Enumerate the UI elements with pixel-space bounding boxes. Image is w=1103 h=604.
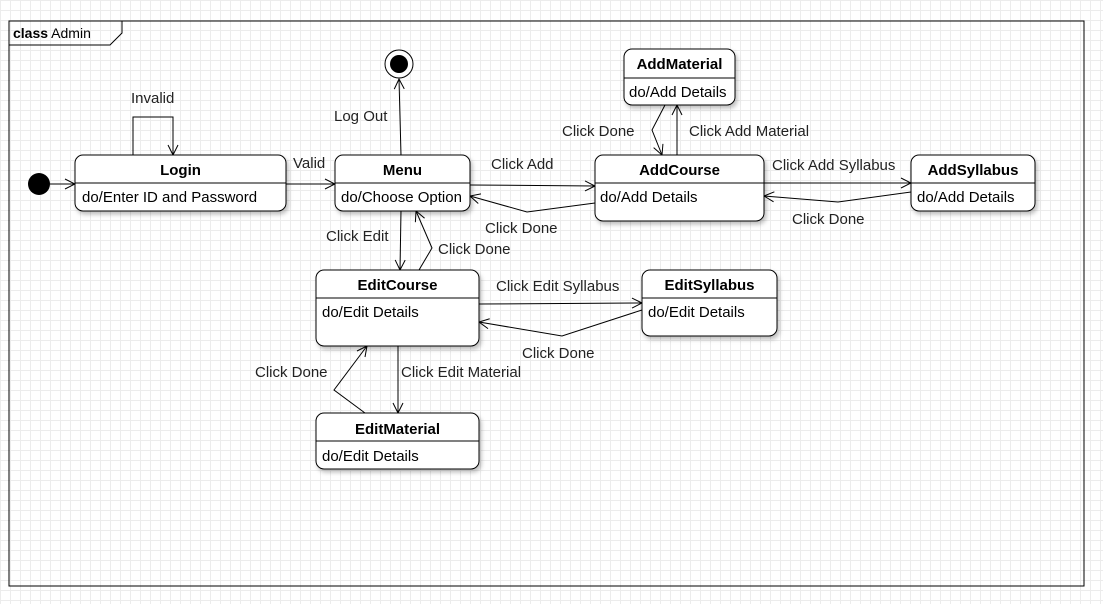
click-done-add-material-edge [651, 104, 666, 155]
click-done-edit-course-edge [416, 211, 433, 271]
state-login[interactable]: Login do/Enter ID and Password [74, 154, 287, 212]
click-done-edit-syllabus-edge [479, 309, 643, 337]
transition-label-click-add: Click Add [491, 156, 554, 173]
click-edit-syllabus-edge [478, 303, 642, 304]
transition-label-click-done-edit-course: Click Done [438, 241, 511, 258]
click-done-edit-material-edge [333, 346, 367, 414]
transition-label-valid: Valid [293, 155, 325, 172]
state-activity-add-syllabus: do/Add Details [917, 189, 1015, 206]
frame-title: class Admin [13, 25, 91, 41]
transitions [50, 79, 911, 413]
state-name-edit-material: EditMaterial [355, 421, 440, 438]
state-edit-course[interactable]: EditCourse do/Edit Details [315, 269, 480, 347]
transition-label-click-add-syllabus: Click Add Syllabus [772, 157, 895, 174]
state-activity-add-material: do/Add Details [629, 84, 727, 101]
transition-label-invalid: Invalid [131, 90, 174, 107]
state-activity-edit-material: do/Edit Details [322, 448, 419, 465]
state-name-edit-course: EditCourse [357, 277, 437, 294]
admin-frame: class Admin [8, 20, 1085, 587]
state-activity-edit-syllabus: do/Edit Details [648, 304, 745, 321]
state-edit-material[interactable]: EditMaterial do/Edit Details [315, 412, 480, 470]
click-edit-edge [400, 210, 401, 270]
state-edit-syllabus[interactable]: EditSyllabus do/Edit Details [641, 269, 778, 337]
click-done-add-syllabus-edge [764, 192, 912, 203]
state-activity-login: do/Enter ID and Password [82, 189, 257, 206]
final-state-node [384, 49, 414, 79]
transition-label-click-edit-material: Click Edit Material [401, 364, 521, 381]
state-name-add-syllabus: AddSyllabus [928, 162, 1019, 179]
state-add-material[interactable]: AddMaterial do/Add Details [623, 48, 736, 106]
initial-state-node [28, 173, 50, 195]
transition-label-click-add-material: Click Add Material [689, 123, 809, 140]
transition-label-click-done-edit-syllabus: Click Done [522, 345, 595, 362]
state-name-edit-syllabus: EditSyllabus [664, 277, 754, 294]
state-activity-add-course: do/Add Details [600, 189, 698, 206]
state-menu[interactable]: Menu do/Choose Option [334, 154, 471, 212]
state-name-menu: Menu [383, 162, 422, 179]
transition-label-click-done-add-material: Click Done [562, 123, 635, 140]
click-add-edge [469, 185, 595, 186]
state-name-add-material: AddMaterial [637, 56, 723, 73]
transition-label-click-done-edit-material: Click Done [255, 364, 328, 381]
transition-label-click-done-add-course: Click Done [485, 220, 558, 237]
state-activity-edit-course: do/Edit Details [322, 304, 419, 321]
transition-label-click-edit: Click Edit [326, 228, 389, 245]
transition-label-click-done-add-syllabus: Click Done [792, 211, 865, 228]
log-out-edge [399, 79, 401, 156]
transition-label-click-edit-syllabus: Click Edit Syllabus [496, 278, 619, 295]
state-add-course[interactable]: AddCourse do/Add Details [594, 154, 765, 222]
invalid-self-loop-edge [132, 116, 173, 155]
state-name-add-course: AddCourse [639, 162, 720, 179]
state-add-syllabus[interactable]: AddSyllabus do/Add Details [910, 154, 1036, 212]
state-name-login: Login [160, 162, 201, 179]
state-activity-menu: do/Choose Option [341, 189, 462, 206]
transition-label-log-out: Log Out [334, 108, 388, 125]
click-done-add-course-edge [470, 196, 596, 213]
